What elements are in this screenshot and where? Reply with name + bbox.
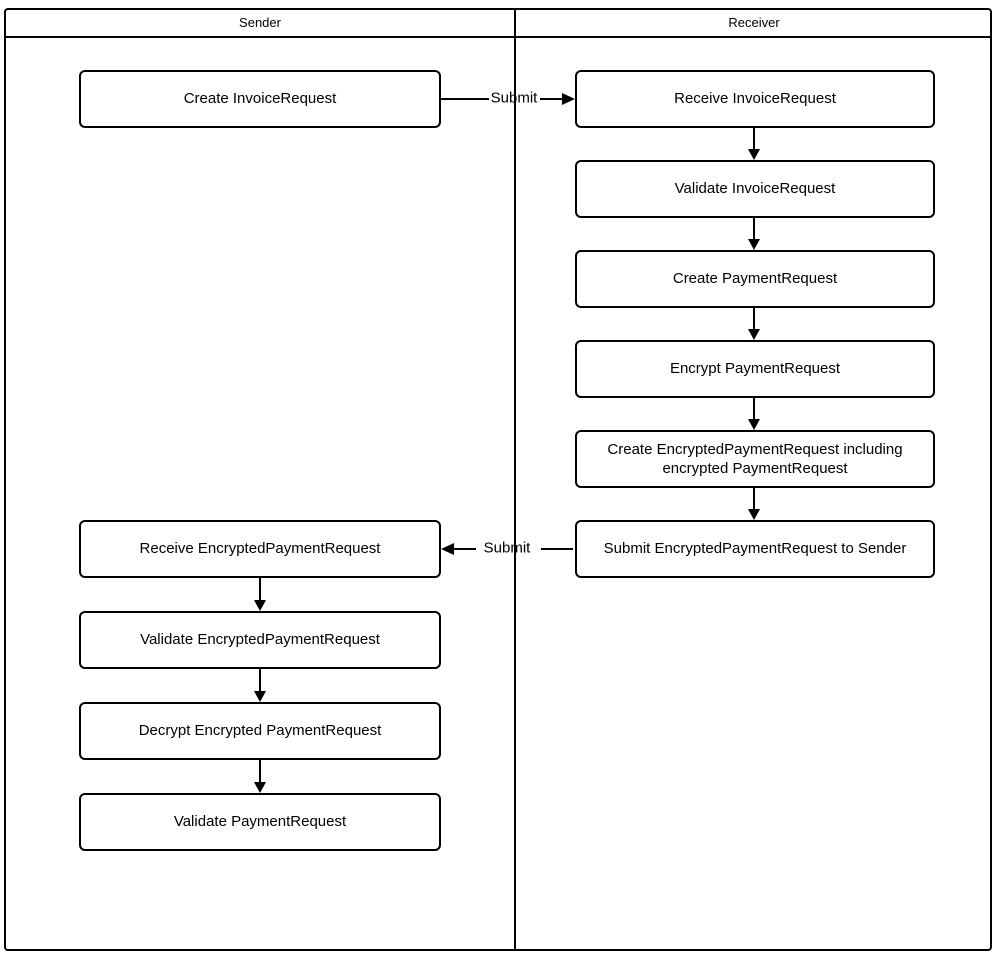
edge-label-submit-invoice: Submit [490,89,538,107]
node-decrypt-encrypted-paymentrequest: Decrypt Encrypted PaymentRequest [79,702,441,760]
node-validate-paymentrequest: Validate PaymentRequest [79,793,441,851]
node-encrypt-paymentrequest: Encrypt PaymentRequest [575,340,935,398]
node-submit-encryptedpaymentrequest: Submit EncryptedPaymentRequest to Sender [575,520,935,578]
lane-divider [514,8,516,951]
lane-header-sender: Sender [239,15,281,30]
swimlane-frame [4,8,992,951]
node-create-paymentrequest: Create PaymentRequest [575,250,935,308]
node-receive-encryptedpaymentrequest: Receive EncryptedPaymentRequest [79,520,441,578]
node-receive-invoicerequest: Receive InvoiceRequest [575,70,935,128]
node-create-encryptedpaymentrequest: Create EncryptedPaymentRequest including… [575,430,935,488]
edge-label-submit-payment: Submit [483,539,531,557]
node-validate-encryptedpaymentrequest: Validate EncryptedPaymentRequest [79,611,441,669]
node-validate-invoicerequest: Validate InvoiceRequest [575,160,935,218]
node-create-invoicerequest: Create InvoiceRequest [79,70,441,128]
lane-header-separator [4,36,992,38]
lane-header-receiver: Receiver [728,15,780,30]
